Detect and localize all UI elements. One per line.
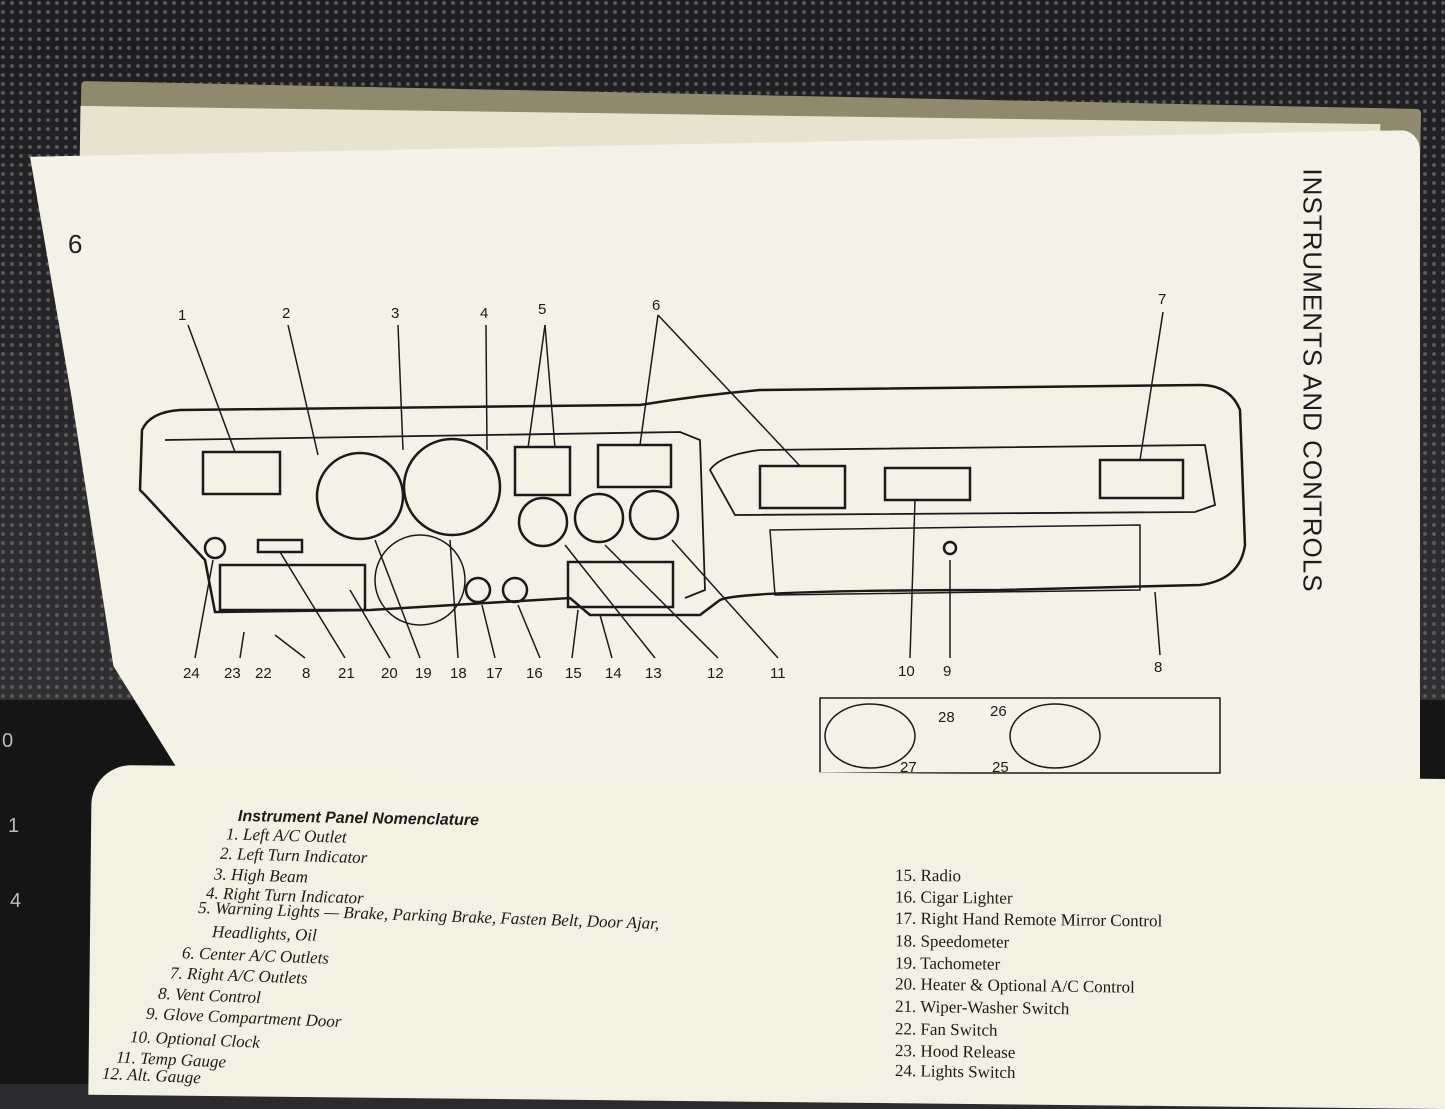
callout-18: 18 <box>450 665 467 682</box>
list-item: 18. Speedometer <box>894 931 1010 952</box>
optional-clock <box>883 466 972 502</box>
list-item: 22. Fan Switch <box>894 1019 998 1040</box>
callout-4: 4 <box>480 305 488 322</box>
list-item: 16. Cigar Lighter <box>894 887 1013 908</box>
callout-25: 25 <box>992 759 1009 776</box>
callout-14: 14 <box>605 665 622 682</box>
keyboard-key: 4 <box>10 890 22 912</box>
list-item: 21. Wiper-Washer Switch <box>894 996 1070 1019</box>
callout-16: 16 <box>526 665 543 682</box>
callout-19: 19 <box>415 665 432 682</box>
dashboard-outline <box>138 383 1247 617</box>
mirror-control <box>501 576 529 604</box>
callout-15: 15 <box>565 665 582 682</box>
radio <box>566 560 675 609</box>
callout-1: 1 <box>178 307 186 324</box>
wiper-washer-switch <box>256 538 304 554</box>
callout-21: 21 <box>338 665 355 682</box>
callout-23: 23 <box>224 665 241 682</box>
callout-3: 3 <box>391 305 399 322</box>
temp-gauge <box>628 489 680 541</box>
center-ac-outlet-left <box>596 443 673 489</box>
cigar-lighter <box>464 576 492 604</box>
callout-24: 24 <box>183 665 200 682</box>
center-ac-outlet-right <box>758 464 847 510</box>
callout-11: 11 <box>770 665 786 682</box>
list-item: 23. Hood Release <box>894 1041 1016 1062</box>
heater-ac-control <box>218 563 367 612</box>
fuel-gauge <box>517 496 569 548</box>
callout-5: 5 <box>538 301 546 318</box>
callout-22: 22 <box>255 665 272 682</box>
speedometer <box>402 437 502 537</box>
callout-2: 2 <box>282 305 290 322</box>
callout-13: 13 <box>645 665 662 682</box>
callout-17: 17 <box>486 665 503 682</box>
instrument-panel-diagram: 1 2 3 4 5 6 7 24 23 22 8 21 20 19 18 17 … <box>138 291 1247 776</box>
callout-7: 7 <box>1158 291 1166 308</box>
tachometer <box>315 451 405 541</box>
list-item: 19. Tachometer <box>894 953 1001 974</box>
list-item: 24. Lights Switch <box>894 1060 1016 1083</box>
keyboard-key: 0 <box>2 730 14 752</box>
inset-steering-wheel-detail <box>819 697 1221 774</box>
list-item: 20. Heater & Optional A/C Control <box>894 974 1135 997</box>
callout-8-left: 8 <box>302 665 310 682</box>
keyboard-key: 1 <box>8 815 20 837</box>
list-item: 17. Right Hand Remote Mirror Control <box>894 908 1163 931</box>
glove-box-latch <box>942 540 958 556</box>
steering-column-opening <box>374 534 466 626</box>
list-item: Headlights, Oil <box>211 922 318 945</box>
lights-switch <box>203 536 227 560</box>
callout-9: 9 <box>943 663 951 680</box>
callout-28: 28 <box>938 709 955 726</box>
callout-6: 6 <box>652 297 660 314</box>
left-ac-outlet <box>201 450 282 496</box>
callout-27: 27 <box>900 759 917 776</box>
callout-26: 26 <box>990 703 1007 720</box>
alt-gauge <box>573 492 625 544</box>
callout-12: 12 <box>707 665 724 682</box>
warning-lights <box>513 445 572 497</box>
right-ac-outlet <box>1098 458 1185 500</box>
list-item: 15. Radio <box>894 865 962 886</box>
callout-8-right: 8 <box>1154 659 1162 676</box>
manual-page-top <box>30 130 1420 800</box>
callout-20: 20 <box>381 665 398 682</box>
callout-10: 10 <box>898 663 915 680</box>
